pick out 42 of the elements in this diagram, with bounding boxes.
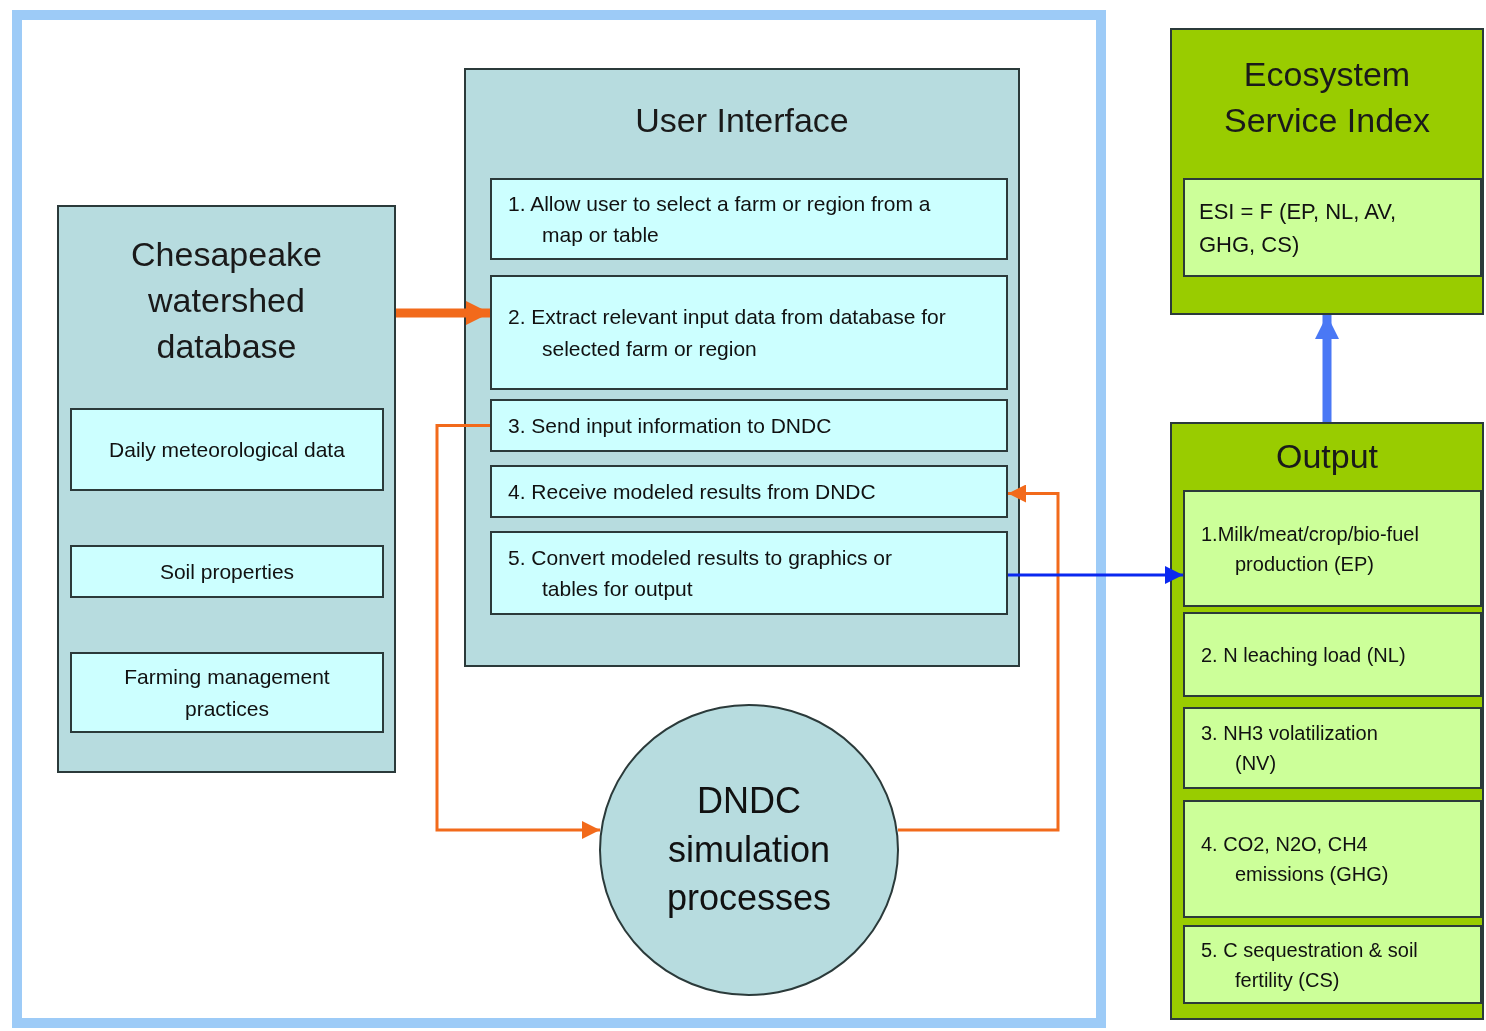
data-box	[70, 652, 384, 733]
process-label: DNDC simulation processes	[665, 779, 833, 921]
step-box	[1183, 490, 1482, 607]
step-text: 1.Milk/meat/crop/bio-fuel production (EP)	[1200, 521, 1420, 577]
arrow	[1315, 315, 1339, 422]
panel-heading: Ecosystem Service Index	[1223, 54, 1431, 141]
step-text: 4. CO2, N2O, CH4 emissions (GHG)	[1200, 832, 1390, 887]
panel-heading: Output	[1274, 436, 1380, 477]
step-text: 2. Extract relevant input data from database for selected farm or region	[507, 304, 947, 362]
group-panel	[1170, 422, 1484, 1020]
arrow	[1008, 566, 1183, 584]
arrow	[435, 424, 600, 839]
group-panel	[1170, 28, 1484, 315]
step-box	[1183, 707, 1482, 789]
data-box	[70, 545, 384, 598]
step-box	[1183, 925, 1482, 1004]
step-text: 2. N leaching load (NL)	[1200, 642, 1407, 668]
step-text: Soil properties	[158, 558, 296, 585]
arrow	[396, 301, 490, 325]
step-box	[490, 465, 1008, 518]
step-box	[490, 178, 1008, 260]
step-text: 4. Receive modeled results from DNDC	[507, 478, 877, 505]
step-text: 5. C sequestration & soil fertility (CS)	[1200, 937, 1419, 993]
formula-text: ESI = F (EP, NL, AV, GHG, CS)	[1198, 197, 1398, 259]
step-text: 3. NH3 volatilization (NV)	[1200, 721, 1379, 776]
step-box	[490, 531, 1008, 615]
formula-box	[1183, 178, 1482, 277]
panel-heading: User Interface	[634, 100, 850, 141]
step-box	[1183, 612, 1482, 697]
step-box	[490, 275, 1008, 390]
arrow	[898, 484, 1060, 832]
step-box	[1183, 800, 1482, 918]
step-text: Daily meteorological data	[108, 436, 346, 463]
step-text: Farming management practices	[123, 664, 331, 722]
panel-heading: Chesapeake watershed database	[130, 234, 323, 367]
step-text: 1. Allow user to select a farm or region from a map or table	[507, 190, 932, 248]
group-panel	[57, 205, 396, 773]
step-text: 5. Convert modeled results to graphics or tables for output	[507, 544, 894, 602]
group-panel	[464, 68, 1020, 667]
data-box	[70, 408, 384, 491]
step-box	[490, 399, 1008, 452]
step-text: 3. Send input information to DNDC	[507, 412, 833, 439]
